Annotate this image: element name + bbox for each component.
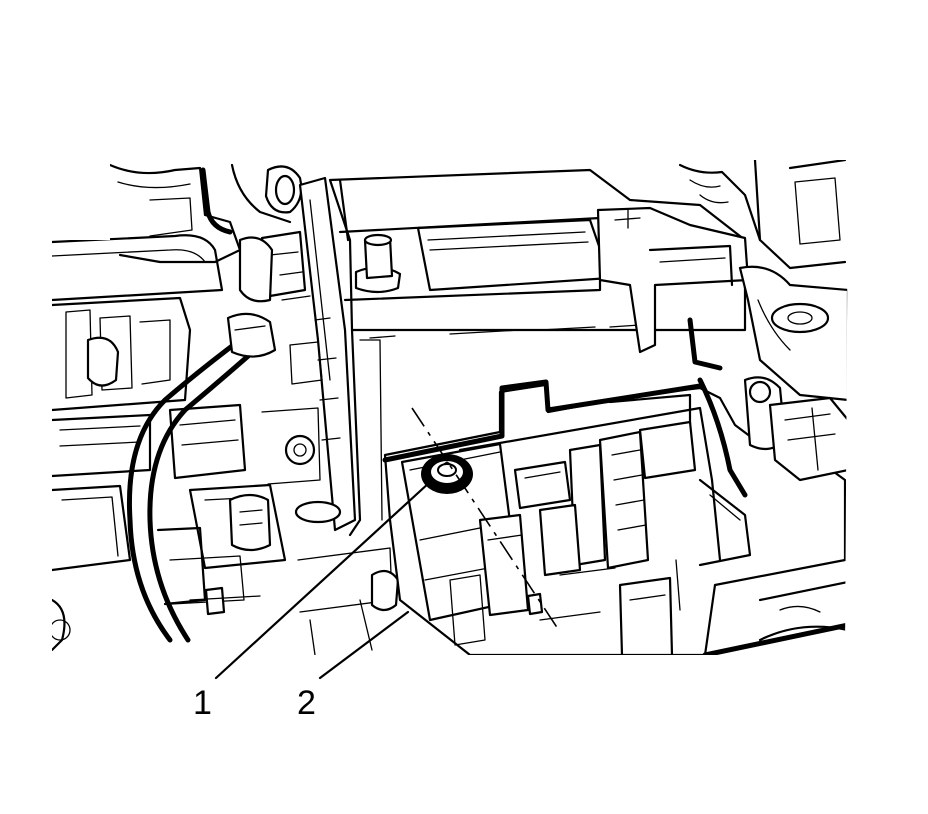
callout-label-2: 2	[297, 684, 316, 722]
leader-line-1	[214, 480, 432, 680]
leader-line-2	[318, 610, 410, 680]
battery-cable	[126, 312, 277, 643]
engine-bay-scene	[52, 160, 848, 655]
fuse-box	[382, 379, 847, 655]
callout-label-1: 1	[193, 684, 212, 722]
battery-bracket	[238, 176, 357, 532]
upper-left-bracket	[108, 163, 303, 264]
left-engine-cover	[52, 234, 224, 652]
battery	[328, 168, 750, 537]
right-components	[678, 160, 848, 655]
left-components	[156, 403, 400, 655]
installation-axis-line	[411, 407, 561, 633]
